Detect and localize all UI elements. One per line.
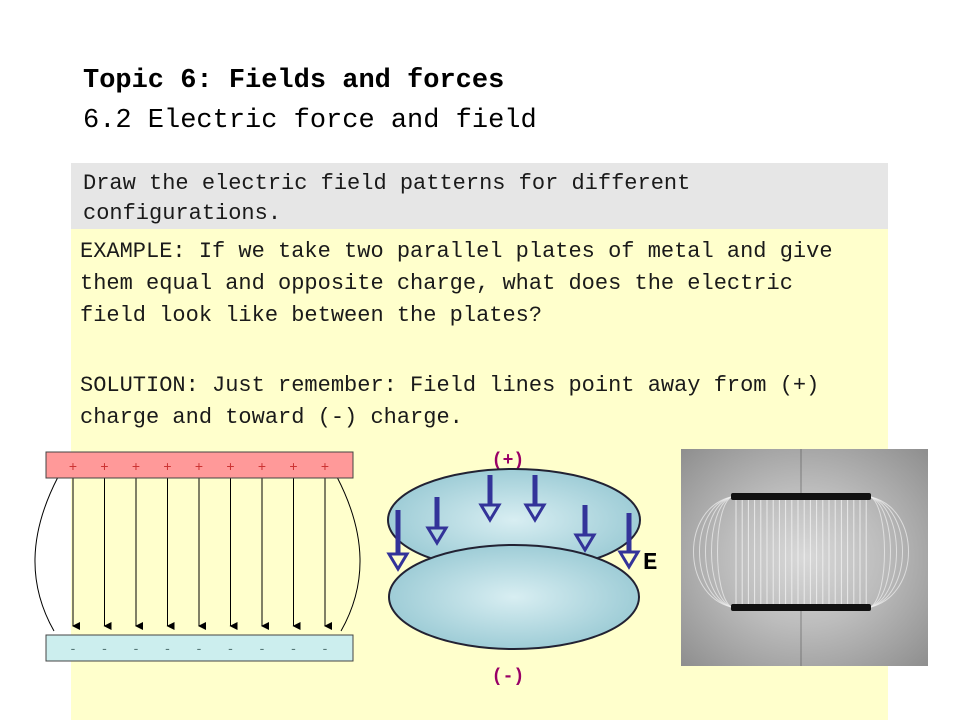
- negative-label: (-): [492, 667, 524, 687]
- minus-sign: -: [71, 640, 76, 656]
- bottom-disk: [388, 544, 640, 650]
- photo-fringe-streak: [870, 496, 891, 608]
- field-arrow-head: [425, 526, 449, 546]
- field-pattern-photo: [681, 449, 928, 666]
- minus-sign: -: [197, 640, 202, 656]
- plus-sign: +: [258, 458, 266, 474]
- photo-fringe-streak: [717, 496, 732, 608]
- minus-sign: -: [165, 640, 170, 656]
- minus-sign: -: [323, 640, 328, 656]
- photo-fringe-streak: [870, 496, 885, 608]
- field-arrow-head: [386, 552, 410, 572]
- minus-sign: -: [228, 640, 233, 656]
- photo-fringe-streak: [870, 496, 897, 608]
- photo-fringe-streak: [699, 496, 732, 608]
- example-text: EXAMPLE: If we take two parallel plates …: [80, 239, 833, 328]
- solution-text: SOLUTION: Just remember: Field lines poi…: [80, 373, 820, 430]
- learning-objective: Draw the electric field patterns for dif…: [71, 163, 888, 229]
- field-arrow-head: [523, 503, 547, 523]
- photo-fringe-streak: [705, 496, 732, 608]
- field-arrow-head: [617, 550, 641, 570]
- page-title: Topic 6: Fields and forces: [83, 66, 505, 96]
- field-pattern-photo-drawing: [693, 449, 909, 666]
- parallel-plates-diagram: + + + + + + + + + - - - - - - - - -: [34, 451, 361, 662]
- fringe-line-left: [34, 476, 59, 632]
- photo-lower-plate: [731, 604, 871, 611]
- minus-sign: -: [134, 640, 139, 656]
- plus-sign: +: [132, 458, 140, 474]
- charged-disks-diagram: (+) E (-): [386, 451, 657, 687]
- minus-sign: -: [291, 640, 296, 656]
- plus-sign: +: [163, 458, 171, 474]
- plus-sign: +: [195, 458, 203, 474]
- minus-sign: -: [102, 640, 107, 656]
- negative-plate: [45, 634, 354, 662]
- photo-upper-plate: [731, 493, 871, 500]
- field-label: E: [643, 550, 657, 577]
- photo-fringe-streak: [711, 496, 732, 608]
- photo-fringe-streak: [870, 496, 903, 608]
- positive-plate: [45, 451, 354, 479]
- field-arrow-head: [478, 503, 502, 523]
- photo-fringe-streak: [870, 496, 909, 608]
- plus-sign: +: [321, 458, 329, 474]
- minus-sign: -: [260, 640, 265, 656]
- photo-fringe-streak: [693, 496, 732, 608]
- fringe-line-right: [336, 476, 361, 632]
- plus-sign: +: [100, 458, 108, 474]
- field-arrow-head: [573, 533, 597, 553]
- plus-sign: +: [69, 458, 77, 474]
- plus-sign: +: [226, 458, 234, 474]
- positive-label: (+): [492, 451, 524, 471]
- page-subtitle: 6.2 Electric force and field: [83, 106, 537, 136]
- plus-sign: +: [289, 458, 297, 474]
